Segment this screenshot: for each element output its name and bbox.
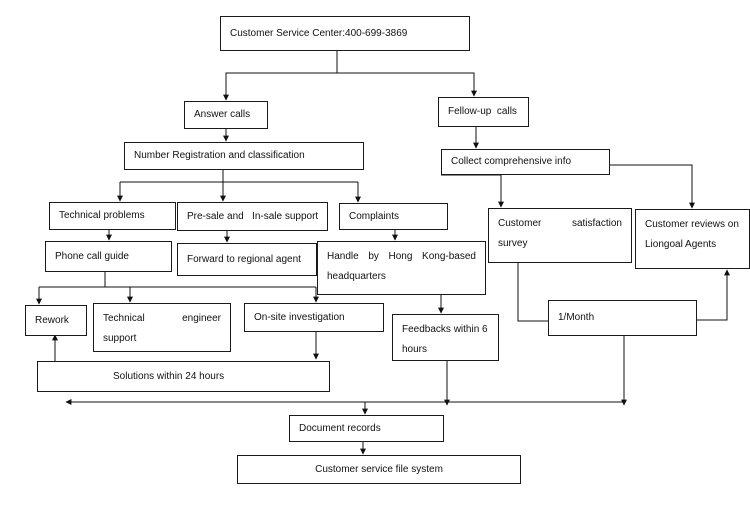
- line-survey-to-month: [517, 262, 548, 322]
- arrow-complaints-to-hq: [392, 228, 398, 241]
- arrow-to-follow-up: [337, 72, 477, 97]
- arrow-to-technical-problems: [120, 181, 358, 201]
- one-month-text: 1/Month: [558, 312, 595, 323]
- one-month-box: 1/Month: [548, 300, 697, 336]
- rework-text: Rework: [35, 314, 69, 326]
- complaints-text: Complaints: [349, 210, 400, 222]
- customer-reviews-box: Customer reviews on Liongoal Agents: [635, 209, 750, 269]
- arrow-to-answer-calls: [223, 72, 337, 101]
- complaints-box: Complaints: [339, 203, 448, 230]
- handle-hq-text: Handle by Hong Kong-based headquarters: [327, 251, 476, 282]
- arrow-to-customer-reviews: [610, 164, 695, 209]
- customer-satisfaction-survey-box: Customer satisfaction survey: [488, 208, 632, 263]
- phone-call-guide-box: Phone call guide: [45, 241, 172, 272]
- collect-info-text: Collect comprehensive info: [451, 156, 572, 167]
- onsite-investigation-box: On-site investigation: [244, 303, 384, 332]
- arrow-to-satisfaction-survey: [441, 174, 504, 208]
- technical-problems-box: Technical problems: [49, 202, 176, 230]
- solutions-24-hours-box: Solutions within 24 hours: [37, 361, 330, 392]
- phone-call-guide-text: Phone call guide: [55, 250, 129, 262]
- technical-engineer-support-box: Technical engineer support: [93, 303, 231, 352]
- service-center-text: Customer Service Center:400-699-3869: [230, 27, 408, 39]
- feedbacks-6-hours-box: Feedbacks within 6 hours: [392, 314, 499, 361]
- document-records-box: Document records: [289, 415, 444, 442]
- follow-up-calls-text: Fellow-up calls: [448, 106, 517, 117]
- follow-up-calls-box: Fellow-up calls: [438, 97, 529, 127]
- file-system-text: Customer service file system: [315, 463, 443, 475]
- feedbacks-6-hours-text: Feedbacks within 6 hours: [402, 324, 488, 355]
- document-records-text: Document records: [299, 422, 381, 434]
- onsite-investigation-text: On-site investigation: [254, 311, 345, 323]
- answer-calls-box: Answer calls: [184, 101, 268, 129]
- rework-box: Rework: [25, 305, 87, 336]
- technical-engineer-support-text: Technical engineer support: [103, 313, 221, 344]
- solutions-24-hours-text: Solutions within 24 hours: [113, 370, 225, 382]
- collect-info-box: Collect comprehensive info: [441, 149, 610, 175]
- customer-reviews-text: Customer reviews on Liongoal Agents: [645, 219, 739, 250]
- forward-regional-agent-box: Forward to regional agent: [177, 243, 317, 276]
- pre-sale-support-box: Pre-sale and In-sale support: [177, 202, 328, 231]
- arrow-to-rework: [39, 286, 316, 304]
- number-registration-box: Number Registration and classification: [124, 142, 364, 170]
- pre-sale-support-text: Pre-sale and In-sale support: [187, 210, 319, 222]
- arrow-month-to-reviews: [697, 269, 730, 321]
- number-registration-text: Number Registration and classification: [134, 150, 305, 161]
- customer-satisfaction-survey-text: Customer satisfaction survey: [498, 218, 622, 249]
- file-system-box: Customer service file system: [237, 455, 521, 484]
- answer-calls-text: Answer calls: [194, 109, 251, 120]
- service-center-box: Customer Service Center:400-699-3869: [220, 16, 470, 51]
- forward-regional-agent-text: Forward to regional agent: [187, 253, 301, 265]
- handle-hq-box: Handle by Hong Kong-based headquarters: [317, 241, 486, 295]
- technical-problems-text: Technical problems: [59, 210, 145, 221]
